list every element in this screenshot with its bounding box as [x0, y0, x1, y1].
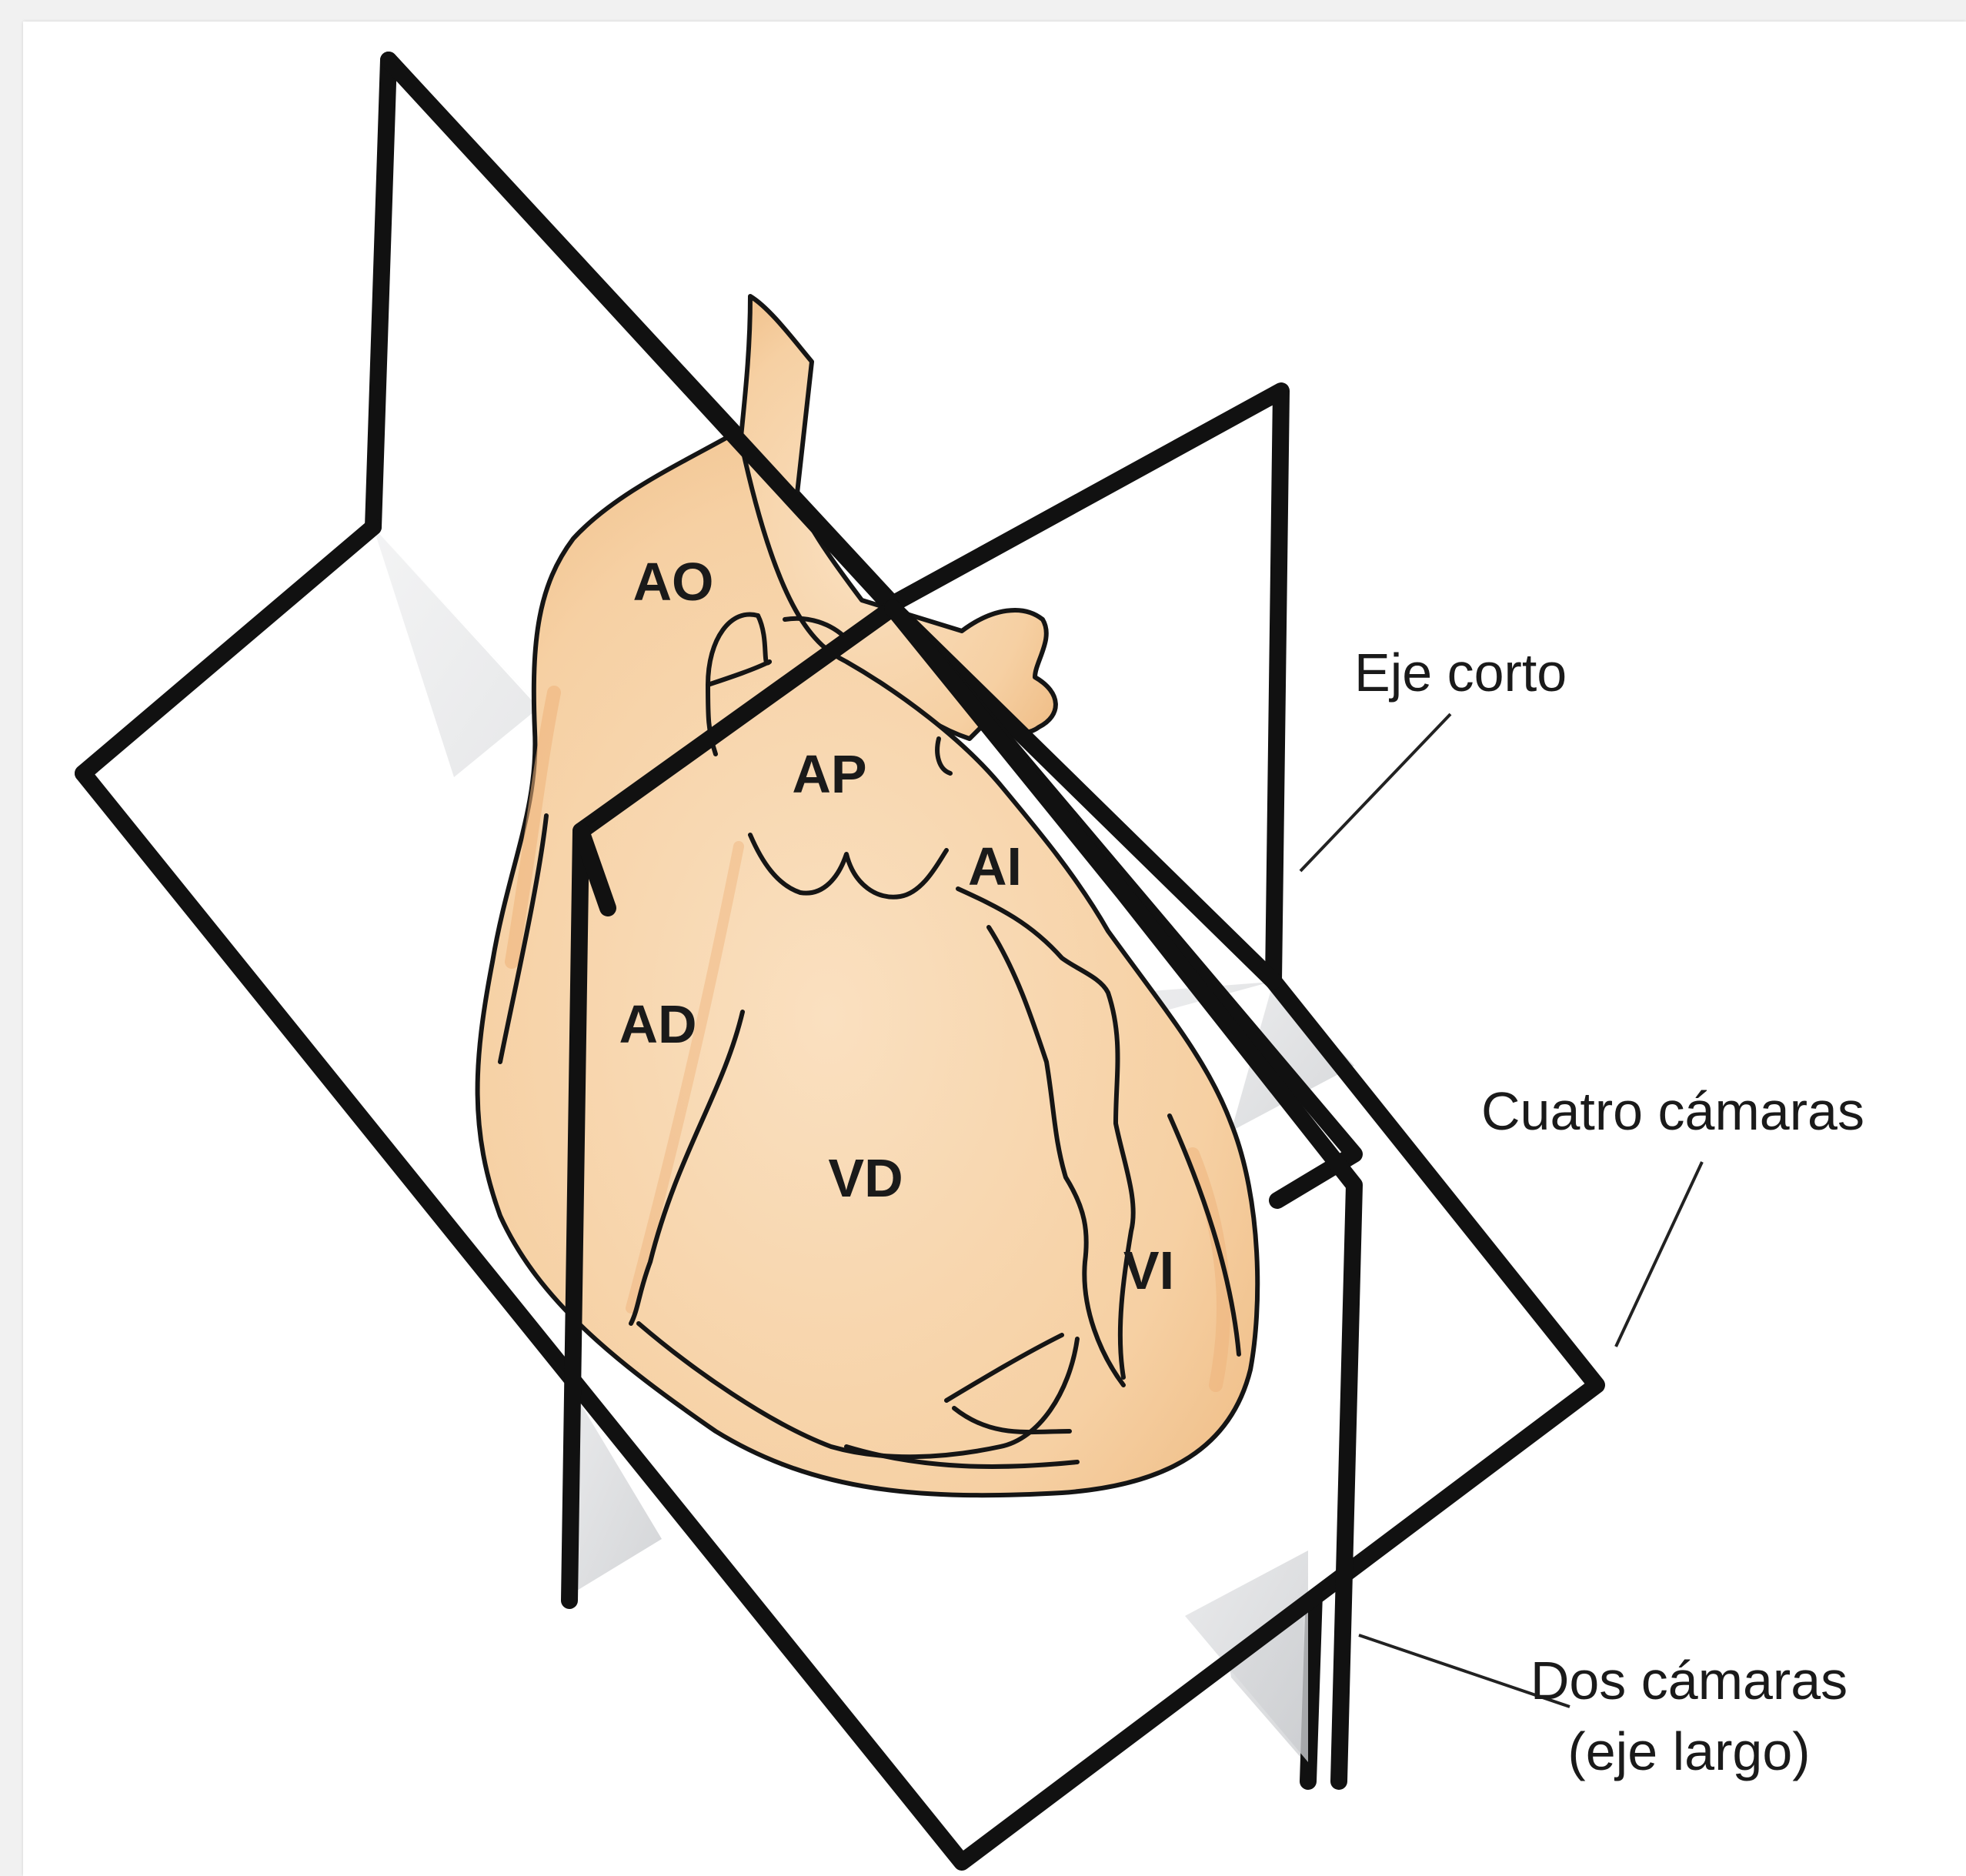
callout-two-chamber-line1: Dos cámaras: [1530, 1651, 1848, 1711]
label-ap: AP: [792, 744, 866, 804]
cardiac-planes-diagram: AO AP AI AD VD VI Eje corto Cuatro cámar…: [23, 22, 1966, 1876]
callout-four-chamber: Cuatro cámaras: [1481, 1081, 1864, 1141]
callout-short-axis: Eje corto: [1354, 643, 1567, 703]
label-ai: AI: [968, 836, 1022, 896]
cardiac-planes-figure: AO AP AI AD VD VI Eje corto Cuatro cámar…: [23, 22, 1966, 1876]
callout-two-chamber-line2: (eje largo): [1567, 1721, 1810, 1781]
leader-four-chamber: [1616, 1162, 1702, 1347]
label-vi: VI: [1123, 1240, 1174, 1300]
label-ao: AO: [633, 552, 714, 612]
label-vd: VD: [828, 1148, 903, 1208]
label-ad: AD: [619, 994, 696, 1054]
leader-short-axis: [1300, 714, 1450, 871]
